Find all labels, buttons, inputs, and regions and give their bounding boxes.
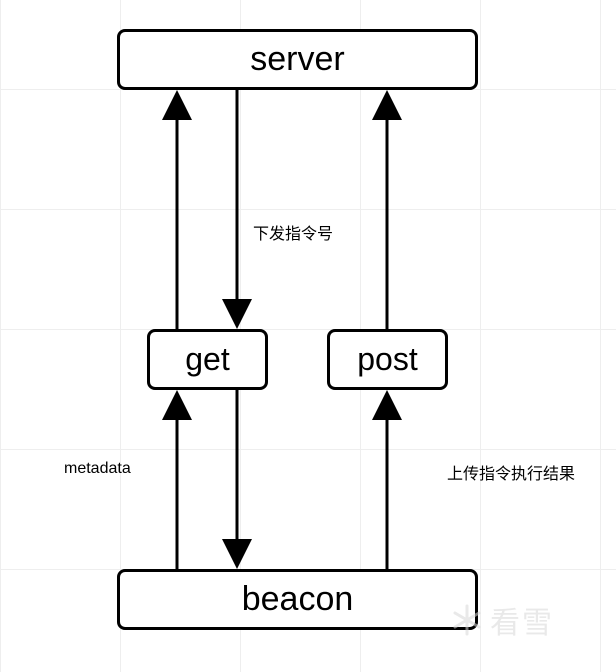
- watermark-text: 看雪: [490, 606, 554, 641]
- beacon-node-label: beacon: [241, 580, 354, 618]
- get-node-label: get: [185, 341, 230, 377]
- edge-label-beacon-to-get: metadata: [64, 460, 131, 477]
- edge-label-server-to-get: 下发指令号: [253, 226, 334, 243]
- post-node: post: [327, 329, 448, 390]
- beacon-node: beacon: [117, 569, 478, 630]
- post-node-label: post: [357, 341, 418, 377]
- watermark: 看雪: [450, 598, 554, 642]
- server-node-label: server: [250, 40, 345, 78]
- get-node: get: [147, 329, 268, 390]
- snowflake-logo-icon: [453, 604, 481, 636]
- server-node: server: [117, 29, 478, 90]
- edge-label-beacon-to-post: 上传指令执行结果: [447, 466, 576, 483]
